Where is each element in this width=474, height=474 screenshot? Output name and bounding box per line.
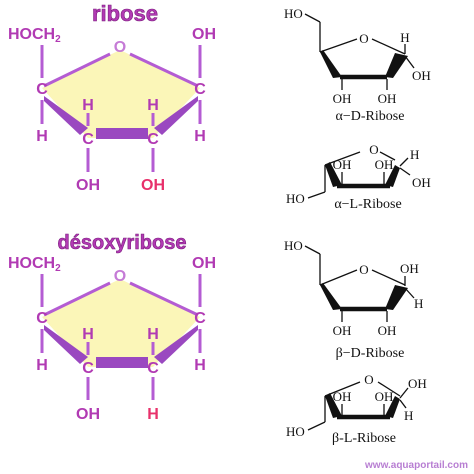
ribose-ring-fill <box>42 50 200 138</box>
oh-label: OH <box>378 91 397 106</box>
alpha-d-ribose: HO O H OH OH OH α−D-Ribose <box>284 6 431 124</box>
hydrogen-atom: H <box>36 357 48 374</box>
carbon-atom: C <box>36 81 48 98</box>
oh-label: OH <box>412 175 431 190</box>
h-label: H <box>400 30 409 45</box>
hydrogen-atom: H <box>147 326 159 343</box>
ho-label: HO <box>284 238 303 253</box>
oh-label: OH <box>333 157 352 172</box>
oh-label: OH <box>192 255 216 272</box>
ho-label: HO <box>284 6 303 21</box>
oh-label: OH <box>333 323 352 338</box>
desoxyribose-title: désoxyribose <box>58 232 187 254</box>
oh-label: OH <box>333 389 352 404</box>
carbon-atom: C <box>194 81 206 98</box>
structure-name: β-L-Ribose <box>332 431 396 446</box>
structure-name: α−D-Ribose <box>336 109 405 124</box>
oh-label: OH <box>333 91 352 106</box>
structure-name: β−D-Ribose <box>336 346 405 361</box>
beta-d-ribose: HO O OH H OH OH β−D-Ribose <box>284 238 423 361</box>
hydrogen-atom: H <box>36 128 48 145</box>
beta-l-ribose: O OH OH OH H HO β-L-Ribose <box>286 372 427 446</box>
oh-label: OH <box>375 157 394 172</box>
desoxyribose-bond <box>129 281 199 317</box>
oh-highlight-label: OH <box>141 177 165 194</box>
desoxyribose-ring-fill <box>42 279 200 367</box>
hoch2-label: HOCH2 <box>8 255 61 274</box>
ribose-wedge-left <box>44 96 88 135</box>
oh-label: OH <box>400 261 419 276</box>
desoxyribose-wedge-bottom <box>96 357 148 368</box>
carbon-atom: C <box>36 310 48 327</box>
ribose-title: ribose <box>92 1 158 26</box>
ring-oxygen: O <box>359 262 368 277</box>
oh-label: OH <box>408 376 427 391</box>
hydrogen-atom: H <box>194 128 206 145</box>
hoch2-label: HOCH2 <box>8 26 61 45</box>
oh-label: OH <box>375 389 394 404</box>
oh-label: OH <box>192 26 216 43</box>
hydrogen-atom: H <box>82 97 94 114</box>
desoxyribose-wedge-right <box>154 325 198 364</box>
ring-oxygen: O <box>364 372 373 387</box>
desoxyribose-structure: désoxyribose HOCH2 O OH C H C H H C H C … <box>8 232 216 423</box>
oh-label: OH <box>378 323 397 338</box>
h-label: H <box>414 296 423 311</box>
carbon-atom: C <box>82 131 94 148</box>
hydrogen-atom: H <box>147 97 159 114</box>
ribose-structure: ribose HOCH2 O OH C H C H H C H C OH OH <box>8 1 216 194</box>
ring-oxygen: O <box>114 268 126 285</box>
ribose-bond <box>43 52 111 88</box>
hydrogen-atom: H <box>194 357 206 374</box>
ring-oxygen: O <box>369 142 378 157</box>
ribose-bond <box>129 52 199 88</box>
oh-label: OH <box>76 177 100 194</box>
h-label: H <box>410 147 419 162</box>
alpha-l-ribose: O OH OH H OH HO α−L-Ribose <box>286 142 431 212</box>
ring-oxygen: O <box>359 31 368 46</box>
ring-oxygen: O <box>114 39 126 56</box>
h-label: H <box>404 408 413 423</box>
h-highlight-label: H <box>147 406 159 423</box>
desoxyribose-bond <box>43 281 111 317</box>
carbon-atom: C <box>147 131 159 148</box>
desoxyribose-wedge-left <box>44 325 88 364</box>
oh-label: OH <box>412 68 431 83</box>
oh-label: OH <box>76 406 100 423</box>
ho-label: HO <box>286 191 305 206</box>
structure-name: α−L-Ribose <box>334 197 401 212</box>
ribose-wedge-bottom <box>96 128 148 139</box>
ribose-wedge-right <box>154 96 198 135</box>
watermark: www.aquaportail.com <box>364 460 468 471</box>
carbon-atom: C <box>82 360 94 377</box>
ho-label: HO <box>286 424 305 439</box>
carbon-atom: C <box>194 310 206 327</box>
hydrogen-atom: H <box>82 326 94 343</box>
carbon-atom: C <box>147 360 159 377</box>
